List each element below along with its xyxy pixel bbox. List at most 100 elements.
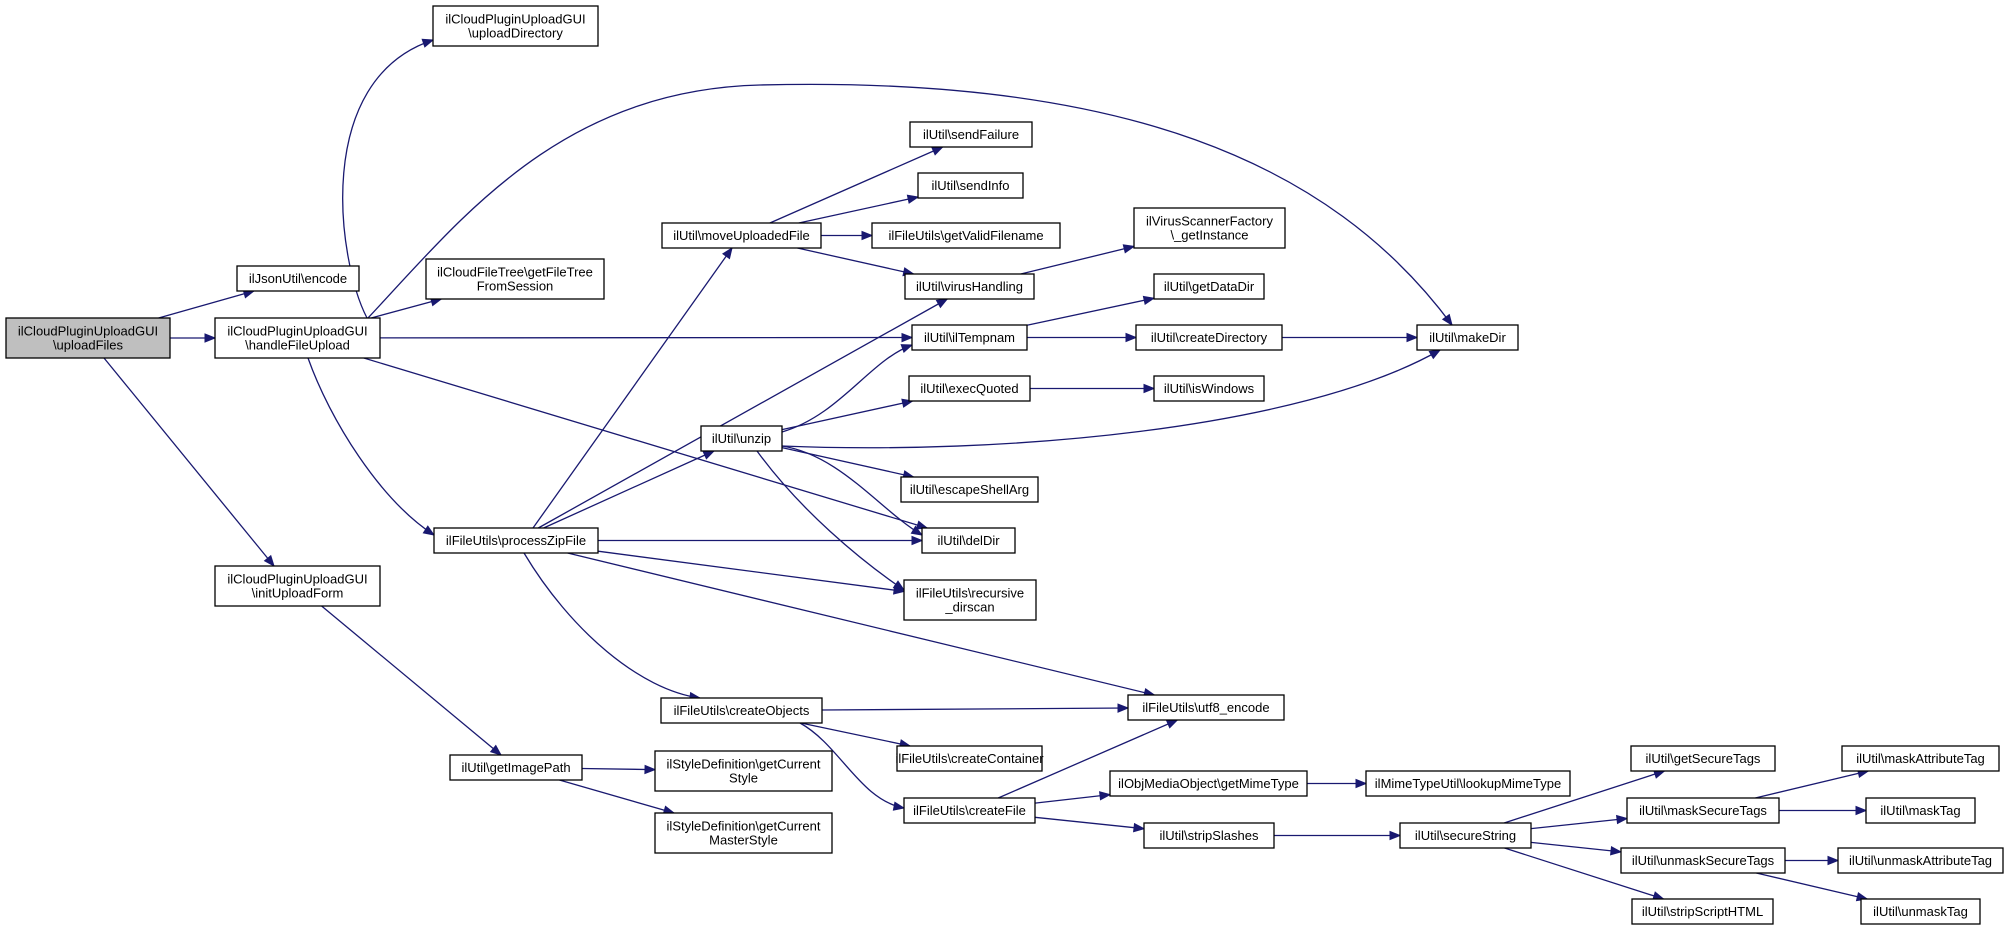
node-box[interactable]	[1620, 847, 1786, 874]
node-stripSlashes[interactable]: ilUtil\stripSlashes	[1143, 822, 1275, 849]
node-box[interactable]	[1626, 797, 1780, 824]
node-box[interactable]	[921, 527, 1016, 554]
node-execQuoted[interactable]: ilUtil\execQuoted	[908, 375, 1031, 402]
node-sendFailure[interactable]: ilUtil\sendFailure	[909, 121, 1033, 148]
arrowhead	[1133, 822, 1146, 833]
node-getInstance[interactable]: ilVirusScannerFactory\_getInstance	[1133, 207, 1286, 249]
node-moveUploadedFile[interactable]: ilUtil\moveUploadedFile	[661, 222, 822, 249]
node-utf8Encode[interactable]: ilFileUtils\utf8_encode	[1127, 694, 1285, 721]
node-processZipFile[interactable]: ilFileUtils\processZipFile	[433, 527, 599, 554]
node-box[interactable]	[700, 425, 783, 452]
edge-line	[797, 247, 914, 275]
node-box[interactable]	[904, 273, 1035, 300]
node-createContainer[interactable]: ilFileUtils\createContainer	[895, 745, 1044, 772]
node-box[interactable]	[903, 579, 1037, 621]
node-box[interactable]	[1416, 324, 1519, 351]
node-box[interactable]	[1127, 694, 1285, 721]
node-unmaskAttributeTag[interactable]: ilUtil\unmaskAttributeTag	[1837, 847, 2004, 874]
node-box[interactable]	[1631, 898, 1774, 925]
node-box[interactable]	[236, 265, 360, 292]
arrowhead	[900, 344, 914, 353]
node-box[interactable]	[661, 222, 822, 249]
edge-handleFileUpload-to-delDir	[363, 357, 929, 530]
node-box[interactable]	[214, 317, 381, 359]
node-stripScriptHTML[interactable]: ilUtil\stripScriptHTML	[1631, 898, 1774, 925]
edge-line	[821, 707, 1129, 711]
node-getImagePath[interactable]: ilUtil\getImagePath	[449, 754, 583, 781]
node-getSecureTags[interactable]: ilUtil\getSecureTags	[1630, 745, 1776, 772]
edge-unzip-to-recursiveDirscan	[756, 450, 906, 591]
node-unzip[interactable]: ilUtil\unzip	[700, 425, 783, 452]
node-maskSecureTags[interactable]: ilUtil\maskSecureTags	[1626, 797, 1780, 824]
node-box[interactable]	[871, 222, 1061, 249]
node-box[interactable]	[911, 324, 1028, 351]
node-label: ilFileUtils\createObjects	[674, 703, 810, 718]
node-box[interactable]	[432, 5, 599, 47]
node-unmaskSecureTags[interactable]: ilUtil\unmaskSecureTags	[1620, 847, 1786, 874]
edge-unzip-to-makeDir	[781, 349, 1442, 449]
node-box[interactable]	[1153, 273, 1265, 300]
edge-uploadFiles-to-initUploadForm	[103, 357, 275, 568]
node-box[interactable]	[1135, 324, 1283, 351]
node-jsonEncode[interactable]: ilJsonUtil\encode	[236, 265, 360, 292]
node-box[interactable]	[1399, 822, 1532, 849]
node-escapeShellArg[interactable]: ilUtil\escapeShellArg	[900, 476, 1039, 503]
node-createDirectory[interactable]: ilUtil\createDirectory	[1135, 324, 1283, 351]
node-recursiveDirscan[interactable]: ilFileUtils\recursive_dirscan	[903, 579, 1037, 621]
node-box[interactable]	[908, 375, 1031, 402]
node-box[interactable]	[1365, 770, 1571, 797]
node-makeDir[interactable]: ilUtil\makeDir	[1416, 324, 1519, 351]
node-box[interactable]	[1865, 797, 1976, 824]
node-box[interactable]	[425, 258, 605, 300]
node-ilTempnam[interactable]: ilUtil\ilTempnam	[911, 324, 1028, 351]
node-label: \uploadDirectory	[468, 26, 563, 41]
edge-initUploadForm-to-getImagePath	[321, 605, 503, 756]
node-handleFileUpload[interactable]: ilCloudPluginUploadGUI\handleFileUpload	[214, 317, 381, 359]
node-box[interactable]	[903, 797, 1036, 824]
node-label: ilStyleDefinition\getCurrent	[667, 819, 821, 834]
node-getMimeType[interactable]: ilObjMediaObject\getMimeType	[1109, 770, 1308, 797]
node-createFile[interactable]: ilFileUtils\createFile	[903, 797, 1036, 824]
edge-line	[1530, 841, 1622, 853]
node-box[interactable]	[1837, 847, 2004, 874]
edge-createFile-to-stripSlashes	[1034, 816, 1146, 833]
node-box[interactable]	[909, 121, 1033, 148]
node-unmaskTag[interactable]: ilUtil\unmaskTag	[1860, 898, 1981, 925]
node-virusHandling[interactable]: ilUtil\virusHandling	[904, 273, 1035, 300]
node-sendInfo[interactable]: ilUtil\sendInfo	[917, 172, 1024, 199]
node-getValidFilename[interactable]: ilFileUtils\getValidFilename	[871, 222, 1061, 249]
node-box[interactable]	[1860, 898, 1981, 925]
node-createObjects[interactable]: ilFileUtils\createObjects	[660, 697, 823, 724]
node-maskTag[interactable]: ilUtil\maskTag	[1865, 797, 1976, 824]
node-box[interactable]	[214, 565, 381, 607]
node-box[interactable]	[900, 476, 1039, 503]
node-box[interactable]	[917, 172, 1024, 199]
node-maskAttributeTag[interactable]: ilUtil\maskAttributeTag	[1841, 745, 2000, 772]
node-isWindows[interactable]: ilUtil\isWindows	[1153, 375, 1265, 402]
arrowhead	[906, 194, 920, 204]
node-initUploadForm[interactable]: ilCloudPluginUploadGUI\initUploadForm	[214, 565, 381, 607]
node-box[interactable]	[1630, 745, 1776, 772]
node-getDataDir[interactable]: ilUtil\getDataDir	[1153, 273, 1265, 300]
node-box[interactable]	[449, 754, 583, 781]
node-box[interactable]	[433, 527, 599, 554]
node-lookupMimeType[interactable]: ilMimeTypeUtil\lookupMimeType	[1365, 770, 1571, 797]
node-box[interactable]	[1143, 822, 1275, 849]
node-box[interactable]	[1153, 375, 1265, 402]
node-box[interactable]	[896, 745, 1043, 772]
node-box[interactable]	[1133, 207, 1286, 249]
node-box[interactable]	[654, 750, 833, 792]
node-box[interactable]	[654, 812, 833, 854]
node-uploadFiles[interactable]: ilCloudPluginUploadGUI\uploadFiles	[5, 317, 171, 359]
node-box[interactable]	[5, 317, 171, 359]
node-box[interactable]	[1109, 770, 1308, 797]
node-box[interactable]	[1841, 745, 2000, 772]
node-uploadDirectory[interactable]: ilCloudPluginUploadGUI\uploadDirectory	[432, 5, 599, 47]
node-secureString[interactable]: ilUtil\secureString	[1399, 822, 1532, 849]
node-box[interactable]	[660, 697, 823, 724]
node-delDir[interactable]: ilUtil\delDir	[921, 527, 1016, 554]
edge-line	[523, 552, 701, 699]
